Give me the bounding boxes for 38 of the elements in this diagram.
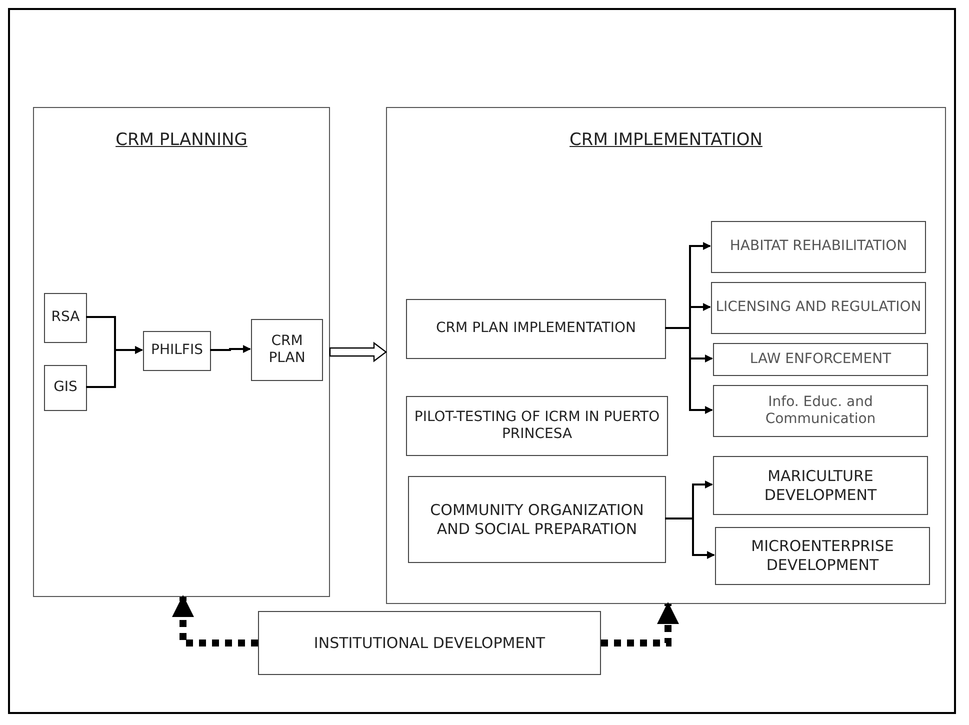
process-box [711, 282, 926, 334]
box-label: COMMUNITY ORGANIZATION AND SOCIAL PREPARATION [429, 500, 645, 538]
process-box [406, 396, 668, 456]
process-box [408, 476, 666, 563]
process-box [251, 319, 323, 381]
box-label: PHILFIS [150, 342, 204, 360]
box-label: LAW ENFORCEMENT [748, 350, 892, 368]
box-label: PILOT-TESTING OF ICRM IN PUERTO PRINCESA [413, 408, 661, 444]
process-box [44, 293, 87, 343]
process-box [713, 456, 928, 515]
process-box [713, 385, 928, 437]
box-label: Info. Educ. and Communication [764, 394, 877, 428]
arrow [86, 346, 143, 388]
process-box [258, 611, 601, 675]
box-label: HABITAT REHABILITATION [728, 238, 908, 256]
dotted-arrow [601, 602, 679, 646]
arrow [210, 345, 251, 353]
box-label: INSTITUTIONAL DEVELOPMENT [312, 634, 546, 652]
box-label: MICROENTERPRISE DEVELOPMENT [750, 537, 895, 575]
box-label: CRM PLAN [268, 332, 306, 368]
box-label: MARICULTURE DEVELOPMENT [763, 466, 878, 504]
process-box [711, 221, 926, 273]
process-box [44, 365, 87, 411]
process-box [406, 299, 666, 359]
box-label: RSA [50, 309, 81, 327]
box-label: LICENSING AND REGULATION [714, 299, 922, 317]
panel-heading: CRM PLANNING [114, 130, 248, 152]
panel-heading: CRM IMPLEMENTATION [568, 130, 764, 152]
box-label: CRM PLAN IMPLEMENTATION [435, 320, 637, 338]
panel [33, 107, 330, 597]
process-box [715, 527, 930, 585]
process-box [713, 343, 928, 376]
dotted-arrow [172, 595, 258, 646]
arrow [665, 518, 715, 559]
hollow-arrow [329, 342, 387, 362]
panel [386, 107, 946, 604]
process-box [143, 331, 211, 371]
box-label: GIS [52, 379, 78, 397]
